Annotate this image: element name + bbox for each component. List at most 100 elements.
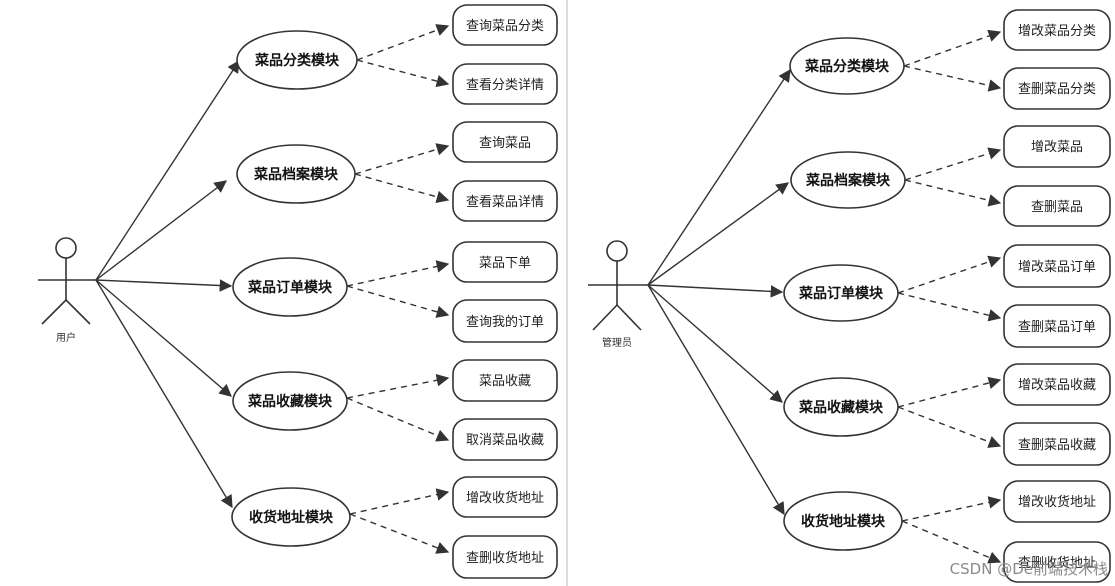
- admin-leaf-box-3b: [1003, 304, 1111, 348]
- admin-module-label-5: 收货地址模块: [801, 513, 886, 530]
- admin-leaf-box-4a: [1003, 363, 1111, 406]
- user-leaf-box-1a: [452, 4, 558, 46]
- csdn-watermark: CSDN @De前端技术栈: [950, 560, 1108, 578]
- user-include-line-4a: [346, 374, 450, 399]
- admin-module-ellipse-4: [783, 377, 899, 437]
- user-leaf-label-4b: 取消菜品收藏: [466, 433, 544, 448]
- user-leaf-box-4a: [452, 359, 558, 402]
- user-module-label-2: 菜品档案模块: [253, 166, 339, 183]
- admin-leaf-label-5a: 增改收货地址: [1018, 494, 1096, 510]
- user-actor-label: 用户: [56, 331, 76, 344]
- user-include-line-1b: [356, 59, 450, 88]
- right-diagram: 管理员 菜品分类模块 菜品档案模块: [588, 9, 1111, 583]
- admin-leaf-box-5a: [1003, 480, 1111, 523]
- admin-include-line-3b: [897, 292, 1002, 322]
- user-module-ellipse-1: [236, 30, 358, 90]
- admin-leaf-label-4b: 查删菜品收藏: [1018, 438, 1096, 453]
- admin-assoc-line-2: [647, 182, 790, 286]
- admin-module-label-3: 菜品订单模块: [798, 285, 884, 302]
- admin-leaf-label-2b: 查删菜品: [1031, 200, 1083, 215]
- admin-module-label-2: 菜品档案模块: [805, 172, 891, 189]
- user-leaf-box-2a: [452, 121, 558, 163]
- user-leaf-label-1b: 查看分类详情: [466, 77, 544, 93]
- admin-leaf-label-1a: 增改菜品分类: [1018, 24, 1096, 39]
- user-module-ellipse-4: [232, 371, 348, 431]
- user-include-line-5a: [349, 488, 450, 515]
- user-leaf-box-1b: [452, 63, 558, 105]
- admin-include-line-3a: [897, 255, 1002, 294]
- admin-leaf-label-2a: 增改菜品: [1031, 140, 1083, 155]
- admin-actor-label: 管理员: [602, 336, 632, 349]
- user-include-line-1a: [356, 24, 450, 61]
- admin-module-label-1: 菜品分类模块: [804, 58, 890, 75]
- admin-leaf-label-4a: 增改菜品收藏: [1018, 378, 1096, 393]
- admin-include-line-5a: [901, 496, 1002, 522]
- user-leaf-label-2a: 查询菜品: [479, 136, 531, 151]
- user-include-line-2a: [354, 143, 450, 175]
- user-module-label-5: 收货地址模块: [249, 509, 334, 526]
- admin-module-ellipse-1: [789, 37, 905, 95]
- admin-leaf-box-2a: [1003, 125, 1111, 168]
- left-diagram: 用户 菜品分类模: [38, 4, 558, 579]
- admin-actor: [588, 240, 648, 331]
- admin-include-line-1b: [903, 65, 1002, 92]
- admin-actor-leg-right: [616, 304, 642, 331]
- user-leaf-box-3a: [452, 241, 558, 283]
- admin-leaf-box-1a: [1003, 9, 1111, 51]
- admin-module-ellipse-5: [783, 491, 903, 551]
- user-actor: [38, 237, 96, 325]
- user-assoc-line-2: [95, 180, 228, 281]
- user-module-label-4: 菜品收藏模块: [247, 393, 333, 410]
- user-actor-head: [55, 237, 77, 259]
- admin-module-label-4: 菜品收藏模块: [798, 399, 884, 416]
- admin-include-line-2b: [904, 179, 1002, 207]
- user-leaf-box-3b: [452, 299, 558, 343]
- user-module-ellipse-5: [231, 487, 351, 547]
- user-actor-leg-right: [65, 299, 91, 325]
- user-leaf-label-5a: 增改收货地址: [466, 490, 544, 506]
- user-assoc-line-5: [95, 279, 233, 509]
- user-module-label-1: 菜品分类模块: [254, 52, 340, 69]
- admin-module-ellipse-3: [783, 264, 899, 322]
- admin-leaf-box-2b: [1003, 185, 1111, 227]
- user-include-line-4b: [346, 397, 450, 442]
- user-assoc-line-1: [95, 59, 240, 281]
- user-leaf-label-1a: 查询菜品分类: [466, 19, 544, 34]
- admin-include-line-5b: [901, 520, 1002, 564]
- admin-leaf-box-1b: [1003, 67, 1111, 110]
- admin-actor-leg-left: [592, 304, 618, 331]
- user-leaf-box-5a: [452, 476, 558, 518]
- user-leaf-box-5b: [452, 535, 558, 579]
- user-include-line-3a: [346, 260, 450, 287]
- admin-include-line-1a: [903, 29, 1002, 67]
- admin-leaf-box-5b: [1003, 541, 1111, 583]
- admin-leaf-box-4b: [1003, 422, 1111, 466]
- user-leaf-box-4b: [452, 418, 558, 461]
- admin-leaf-label-5b: 查删收货地址: [1018, 555, 1096, 571]
- user-leaf-box-2b: [452, 180, 558, 222]
- admin-leaf-label-1b: 查删菜品分类: [1018, 82, 1096, 97]
- admin-actor-head: [606, 240, 628, 262]
- user-leaf-label-3b: 查询我的订单: [466, 314, 544, 330]
- user-include-line-3b: [346, 285, 450, 318]
- admin-assoc-line-1: [647, 68, 791, 286]
- user-assoc-line-4: [95, 279, 232, 397]
- user-actor-leg-left: [41, 299, 67, 325]
- user-module-ellipse-3: [232, 257, 348, 317]
- admin-assoc-line-4: [647, 284, 783, 403]
- admin-leaf-box-3a: [1003, 244, 1111, 288]
- user-module-ellipse-2: [236, 144, 356, 204]
- user-leaf-label-4a: 菜品收藏: [479, 374, 531, 389]
- admin-include-line-4a: [897, 376, 1002, 408]
- admin-assoc-line-3: [647, 284, 784, 298]
- user-leaf-label-2b: 查看菜品详情: [466, 194, 544, 210]
- user-assoc-line-3: [95, 279, 233, 292]
- admin-leaf-label-3a: 增改菜品订单: [1018, 260, 1096, 275]
- user-include-line-5b: [349, 513, 450, 554]
- admin-include-line-4b: [897, 406, 1002, 448]
- user-include-line-2b: [354, 173, 450, 204]
- admin-module-ellipse-2: [790, 151, 906, 209]
- user-leaf-label-3a: 菜品下单: [479, 256, 531, 271]
- admin-include-line-2a: [904, 147, 1002, 181]
